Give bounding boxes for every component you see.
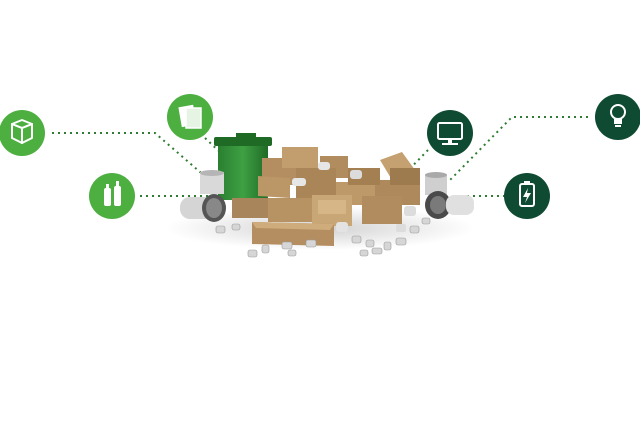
scattered-debris	[215, 217, 431, 258]
green-bin	[214, 133, 272, 200]
paper-badge	[167, 94, 213, 140]
lightbulb-icon	[610, 104, 626, 127]
battery-icon	[519, 181, 535, 207]
lightbulb-badge	[595, 94, 640, 140]
box-icon	[11, 119, 33, 144]
paper-icon	[178, 104, 202, 129]
bottles-icon	[104, 181, 121, 206]
waste-pile	[165, 133, 475, 258]
monitor-badge	[427, 110, 473, 156]
box-badge	[0, 110, 45, 156]
cardboard-boxes	[232, 147, 420, 246]
bottles-badge	[89, 173, 135, 219]
monitor-icon	[437, 122, 463, 145]
battery-badge	[504, 173, 550, 219]
metal-cans	[180, 162, 474, 232]
connector-lines	[52, 116, 588, 216]
